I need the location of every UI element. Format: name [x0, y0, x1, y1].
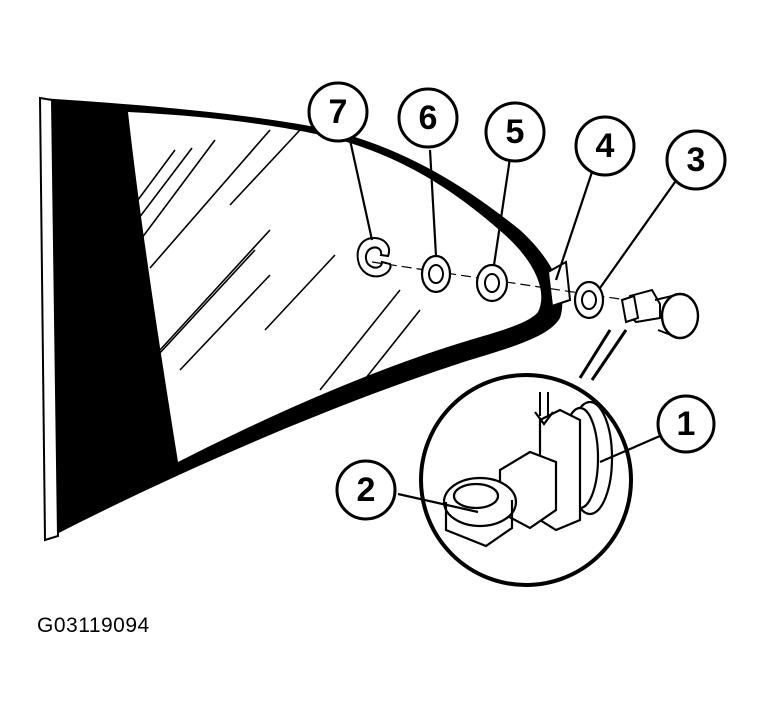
callout-5-label: 5 — [506, 113, 525, 151]
callout-7-label: 7 — [329, 93, 348, 131]
callout-1: 1 — [656, 394, 716, 454]
fastener-pin-part — [620, 288, 700, 340]
callout-3-label: 3 — [687, 141, 706, 179]
callout-6-label: 6 — [419, 99, 438, 137]
callout-2-label: 2 — [357, 471, 376, 509]
quarter-window-glass — [38, 96, 572, 542]
washer-part-3 — [573, 280, 605, 320]
callout-2: 2 — [335, 459, 397, 521]
window-edge-strip — [38, 96, 60, 542]
callout-5: 5 — [484, 101, 546, 163]
detail-pointer-line — [590, 329, 628, 381]
callout-4-label: 4 — [596, 127, 615, 165]
glass-pane — [128, 112, 542, 462]
washer-part-5 — [475, 263, 509, 303]
washer-part-6 — [420, 254, 452, 294]
callout-3: 3 — [665, 129, 727, 191]
callout-7: 7 — [307, 81, 369, 143]
c-clip-part — [356, 236, 392, 278]
leader-lines — [348, 139, 676, 514]
detail-view — [419, 329, 633, 587]
callout-6: 6 — [397, 87, 459, 149]
callout-4: 4 — [574, 115, 636, 177]
glass-reflections — [79, 129, 421, 399]
detail-pointer-line — [578, 329, 612, 379]
callout-1-label: 1 — [677, 405, 696, 443]
enlarged-fastener-pin — [442, 392, 614, 548]
figure-id: G03119094 — [37, 614, 150, 637]
